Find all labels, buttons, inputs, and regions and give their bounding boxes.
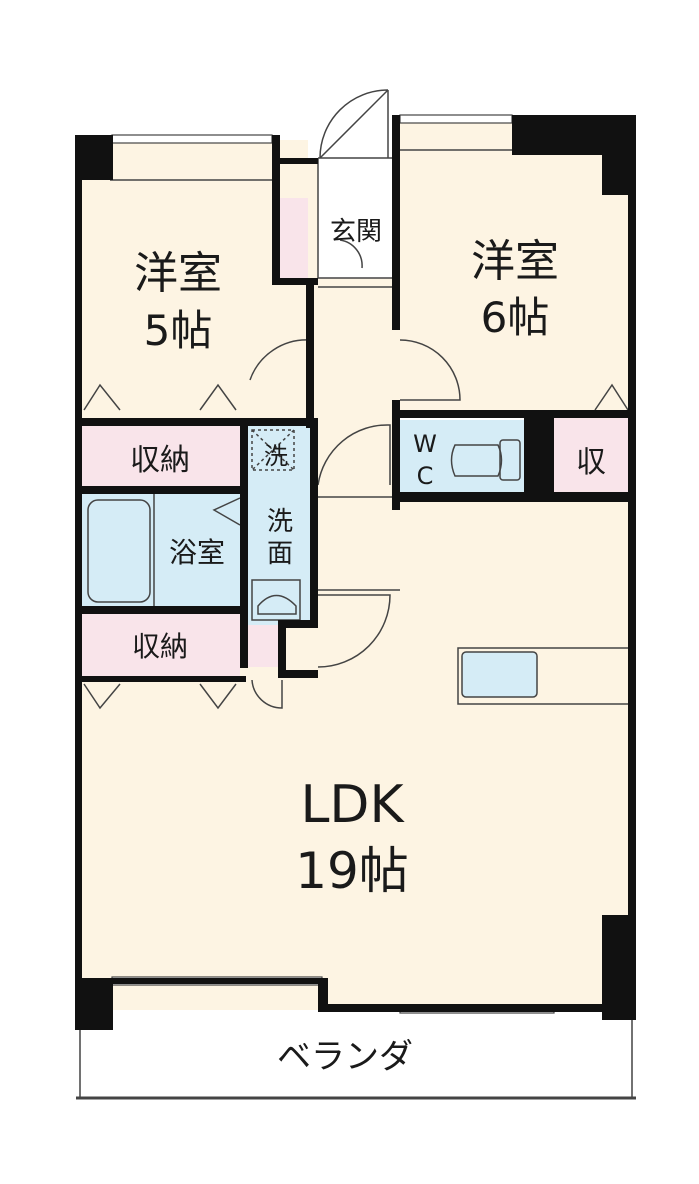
ldk-floor-left bbox=[80, 678, 320, 978]
storage-lower-label: 収納 bbox=[132, 630, 188, 663]
window-room6 bbox=[399, 114, 513, 124]
entrance-door bbox=[319, 89, 389, 159]
bath-floor bbox=[80, 493, 240, 608]
storage-small-floor bbox=[554, 415, 628, 495]
western-room-6-name: 洋室 bbox=[471, 236, 559, 287]
wall-right bbox=[628, 115, 636, 1020]
veranda-floor bbox=[80, 1010, 632, 1100]
western-room-5-name: 洋室 bbox=[134, 248, 222, 299]
bath-label: 浴室 bbox=[169, 536, 225, 569]
western-room-6-size: 6帖 bbox=[481, 293, 550, 342]
western-room-5-floor bbox=[80, 140, 308, 425]
wall-left bbox=[75, 135, 82, 1030]
wc-label-2: C bbox=[417, 462, 434, 490]
washroom-floor bbox=[246, 420, 312, 625]
wc-label-1: W bbox=[413, 430, 437, 458]
storage-mini-floor bbox=[246, 625, 280, 667]
western-room-6-floor bbox=[400, 120, 632, 412]
storage-lower-floor bbox=[80, 614, 240, 678]
storage-upper-label: 収納 bbox=[130, 443, 190, 478]
washroom-door bbox=[317, 424, 391, 486]
entrance-label: 玄関 bbox=[330, 217, 382, 247]
window-room5 bbox=[111, 134, 273, 144]
ldk-door bbox=[317, 594, 391, 668]
western-room-5-size: 5帖 bbox=[144, 306, 213, 355]
storage-door bbox=[251, 679, 283, 709]
wc-floor bbox=[400, 420, 524, 495]
ldk-size: 19帖 bbox=[295, 842, 409, 900]
washroom-label-1: 洗 bbox=[267, 507, 293, 537]
shoe-storage-floor bbox=[278, 198, 308, 278]
washroom-label-2: 面 bbox=[267, 539, 293, 569]
veranda-label: ベランダ bbox=[277, 1037, 413, 1077]
storage-small-label: 収 bbox=[576, 445, 606, 480]
storage-upper-floor bbox=[80, 425, 240, 490]
room6-door bbox=[399, 339, 461, 401]
entrance-floor bbox=[318, 158, 396, 278]
laundry-pan-label: 洗 bbox=[264, 442, 288, 470]
ldk-name: LDK bbox=[300, 775, 405, 835]
